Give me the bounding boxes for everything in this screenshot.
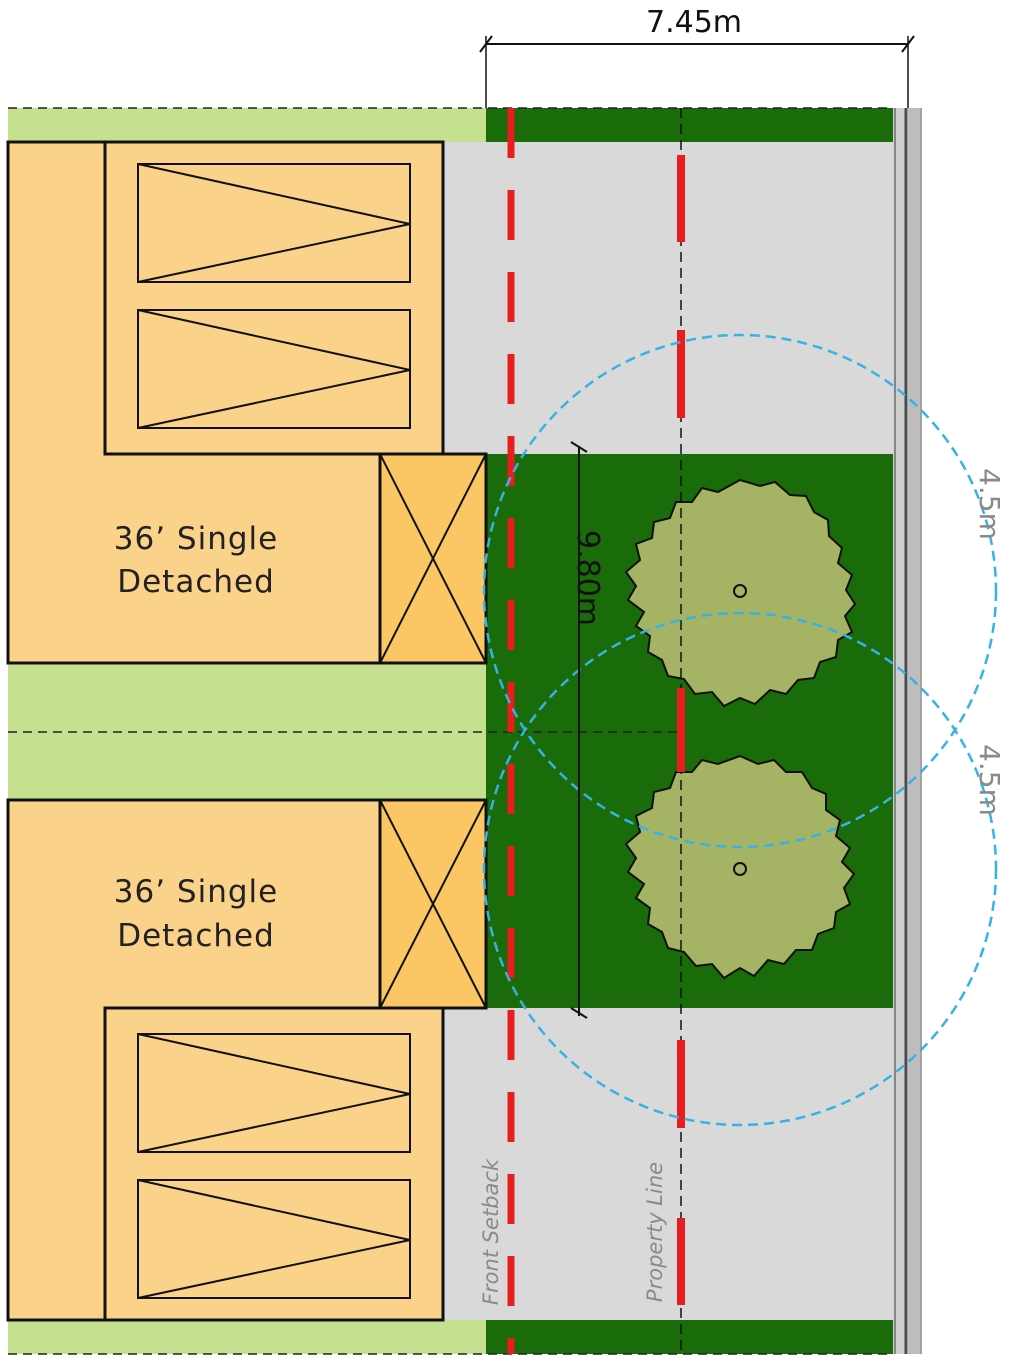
- road-edge: [908, 108, 922, 1354]
- porch-bottom-x2: [379, 799, 487, 1009]
- dim-height-tick-top: [570, 441, 588, 453]
- parking-stall-bottom-2: [137, 1179, 411, 1299]
- parking-stall-top-2: [137, 309, 411, 429]
- house-bottom-label-line2: Detached: [117, 918, 275, 954]
- dim-height-label: 9.80m: [570, 530, 605, 626]
- stall-mark-top-1: [137, 163, 411, 283]
- front-setback-label: Front Setback: [479, 1158, 503, 1305]
- tree-radius-top: [482, 333, 998, 849]
- stall-mark-bottom-2: [137, 1179, 411, 1299]
- house-bottom-label-line1: 36’ Single: [114, 874, 278, 910]
- parking-stall-top-1: [137, 163, 411, 283]
- house-top-label-line1: 36’ Single: [114, 521, 278, 557]
- house-top-label-line2: Detached: [117, 564, 275, 600]
- driveway-bottom: [443, 1008, 893, 1320]
- stall-mark-bottom-1: [137, 1033, 411, 1153]
- dim-height-tick-bottom: [570, 1007, 588, 1019]
- parking-stall-bottom-1: [137, 1033, 411, 1153]
- dim-width-tick-right: [901, 35, 915, 53]
- stall-mark-top-2: [137, 309, 411, 429]
- side-yard-bottom: [8, 1320, 486, 1354]
- tree-radius-bottom: [482, 611, 998, 1127]
- side-yard-top: [8, 108, 486, 142]
- boulevard-bottom: [486, 1320, 893, 1354]
- boulevard-top: [486, 108, 893, 142]
- tree-bottom: [624, 754, 856, 980]
- driveway-top: [443, 142, 893, 454]
- porch-top-x2: [379, 453, 487, 664]
- tree-top-trunk: [733, 584, 747, 598]
- radius-label-bottom: 4.5m: [973, 744, 1006, 816]
- dim-width-tick-left: [479, 35, 493, 53]
- property-line-label: Property Line: [643, 1162, 667, 1302]
- tree-bottom-trunk: [733, 862, 747, 876]
- dim-width-label: 7.45m: [646, 5, 742, 40]
- curb-strip: [893, 108, 907, 1354]
- radius-label-top: 4.5m: [973, 468, 1006, 540]
- tree-top: [624, 478, 857, 708]
